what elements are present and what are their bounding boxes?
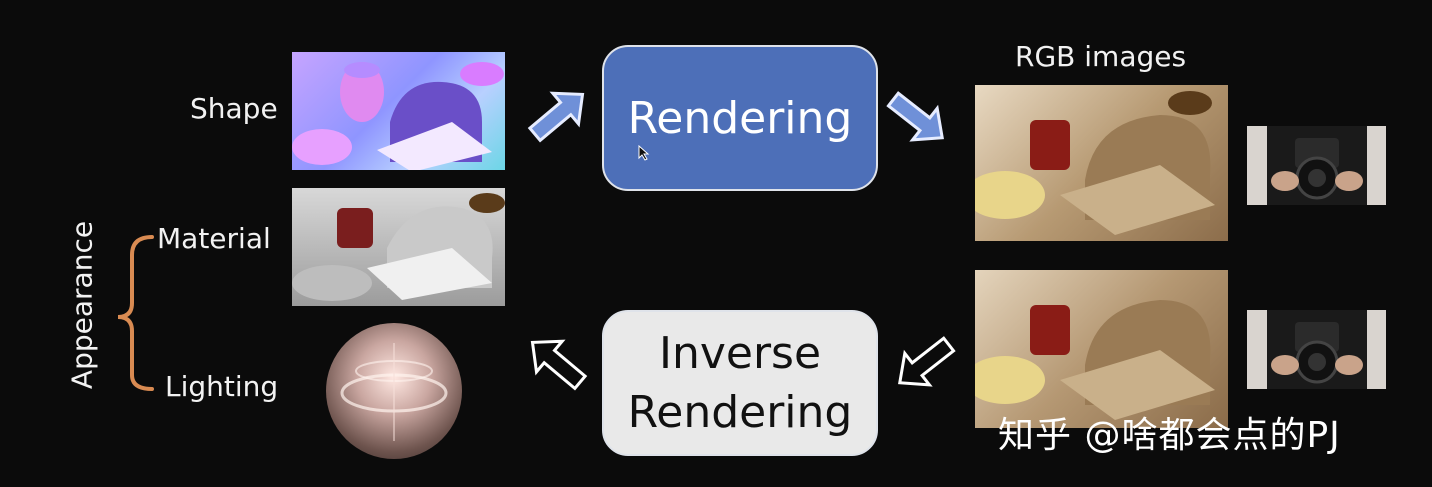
lighting-environment-sphere [326, 323, 462, 459]
inverse-label-line2: Rendering [627, 387, 853, 438]
rgb-image-bottom [975, 270, 1228, 428]
arrow-down-left-icon [898, 336, 956, 387]
inverse-rendering-box: Inverse Rendering [602, 310, 878, 456]
arrow-up-right-icon [527, 91, 585, 143]
material-label: Material [157, 222, 271, 255]
rendering-box: Rendering [602, 45, 878, 191]
lighting-label: Lighting [165, 370, 279, 403]
shape-normal-map-image [292, 52, 505, 170]
arrow-up-left-icon [530, 339, 588, 391]
rendering-label: Rendering [627, 92, 853, 144]
appearance-bracket [117, 235, 154, 391]
arrow-down-right-icon [886, 91, 944, 142]
mouse-cursor-icon [638, 145, 650, 161]
camera-photo-top [1247, 126, 1386, 205]
appearance-label: Appearance [65, 220, 99, 390]
camera-photo-bottom [1247, 310, 1386, 389]
inverse-label-line1: Inverse [658, 327, 822, 379]
rgb-images-label: RGB images [1015, 40, 1187, 73]
rgb-image-top [975, 85, 1228, 241]
shape-label: Shape [190, 92, 278, 125]
watermark-text: 知乎 @啥都会点的PJ [998, 415, 1341, 456]
material-image [292, 188, 505, 306]
